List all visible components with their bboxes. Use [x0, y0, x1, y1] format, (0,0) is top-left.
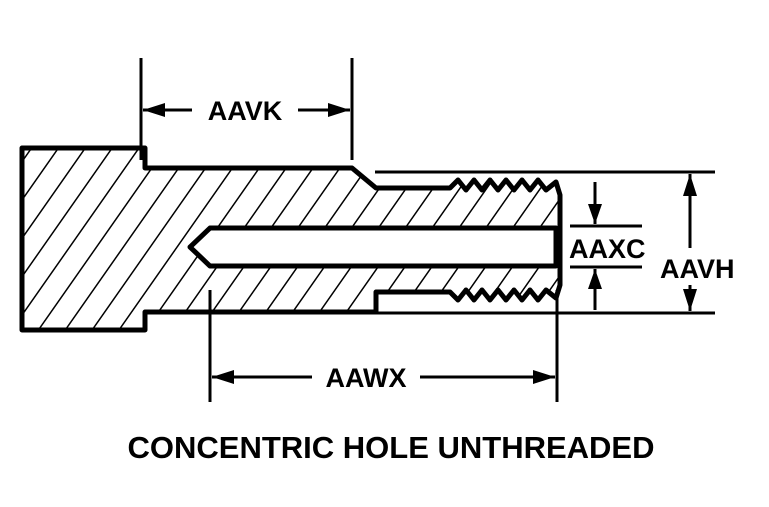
diagram-title: CONCENTRIC HOLE UNTHREADED	[128, 430, 655, 465]
label-aavk: AAVK	[208, 96, 283, 126]
label-aaxc: AAXC	[569, 234, 646, 264]
bore	[187, 225, 559, 269]
dimension-aavh: AAVH	[375, 170, 735, 315]
dimension-aavk: AAVK	[139, 58, 354, 160]
dimension-aawx: AAWX	[208, 290, 559, 402]
label-aavh: AAVH	[660, 254, 735, 284]
label-aawx: AAWX	[326, 363, 407, 393]
dimension-aaxc: AAXC	[569, 182, 646, 310]
